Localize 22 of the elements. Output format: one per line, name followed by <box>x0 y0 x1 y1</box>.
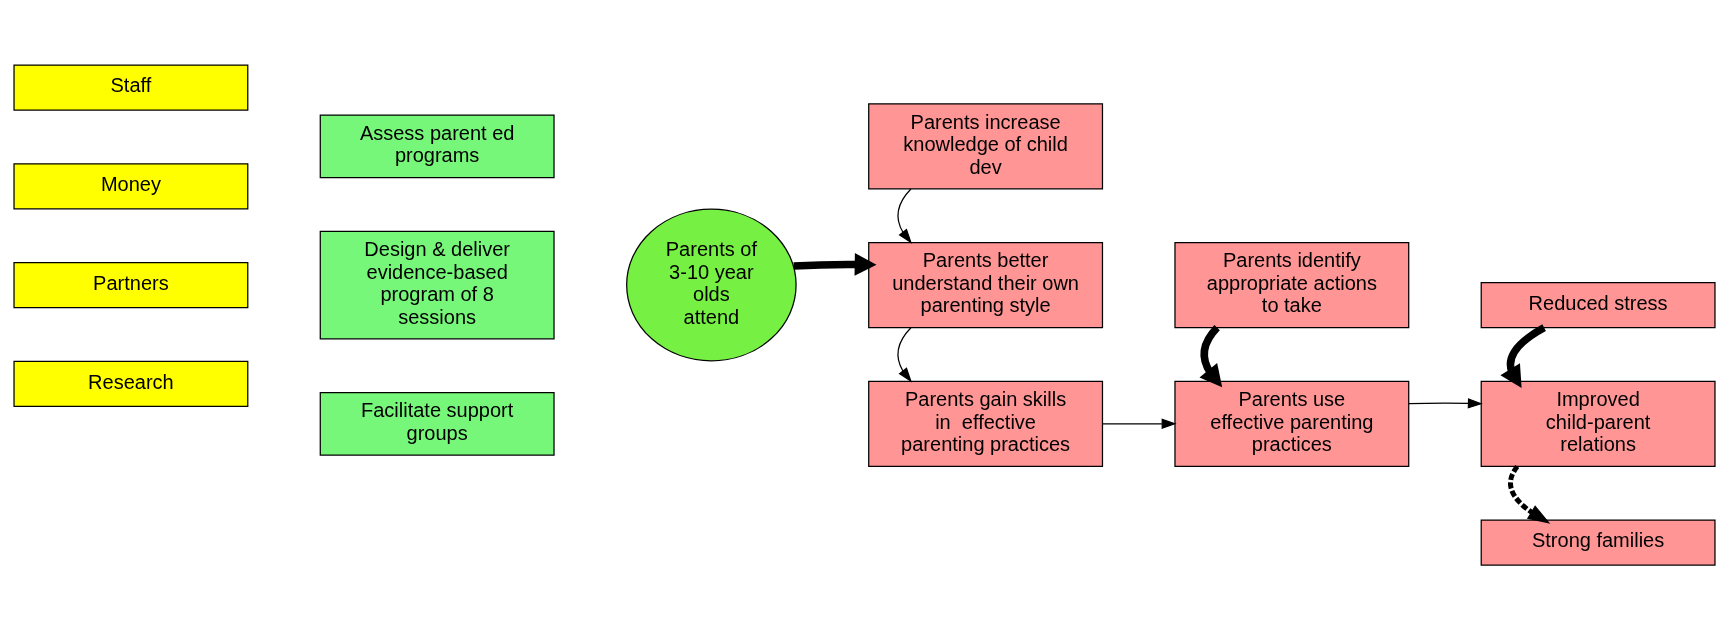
node-ellipse: Parents of 3-10 year olds attend <box>626 208 797 361</box>
node-box: Money <box>13 162 249 209</box>
node-box: Research <box>13 360 249 407</box>
node-box: Partners <box>13 261 249 308</box>
arrow <box>1101 418 1177 429</box>
node-box: Strong families <box>1480 518 1716 566</box>
node-box: Staff <box>13 63 249 111</box>
arrow <box>793 252 877 276</box>
node-box: Assess parent ed programs <box>319 113 555 178</box>
arrow <box>1408 397 1483 409</box>
arrow <box>897 326 912 382</box>
arrow <box>897 187 912 244</box>
node-box: Reduced stress <box>1480 281 1716 328</box>
node-box: Parents identify appropriate actions to take <box>1174 241 1410 328</box>
node-box: Facilitate support groups <box>319 391 555 456</box>
node-box: Parents gain skills in effective parenting practices <box>868 380 1104 467</box>
node-box: Design & deliver evidence-based program of 8 sessions <box>319 230 555 339</box>
node-box: Parents increase knowledge of child dev <box>868 102 1104 189</box>
node-box: Parents better understand their own parenting style <box>868 241 1104 328</box>
node-box: Parents use effective parenting practices <box>1174 380 1410 467</box>
node-box: Improved child-parent relations <box>1480 380 1716 467</box>
arrow <box>1500 323 1546 388</box>
